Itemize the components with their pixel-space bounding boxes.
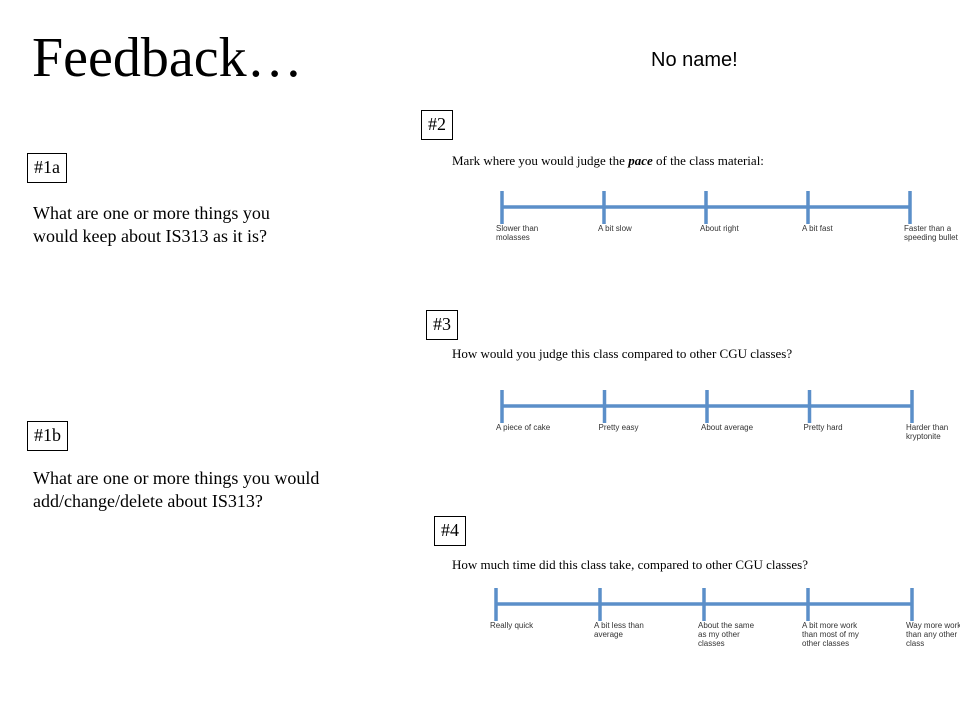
scale-option-label: Pretty easy — [598, 423, 639, 432]
scale-option-label: About average — [701, 423, 754, 432]
scale-option-label: Way more work than any other class — [906, 621, 960, 649]
q4-scale-line — [494, 588, 914, 621]
question-1a-line-1: What are one or more things you — [33, 203, 270, 223]
question-2-prompt-emphasis: pace — [628, 153, 653, 168]
question-4-prompt: How much time did this class take, compa… — [452, 557, 808, 572]
scale-option-label: Pretty hard — [803, 423, 843, 432]
scale-option-label: Really quick — [490, 621, 534, 630]
question-1b-text: What are one or more things you would ad… — [33, 467, 319, 514]
scale-option-label: A piece of cake — [496, 423, 551, 432]
pace-scale: Slower than molasses A bit slow About righ… — [496, 190, 958, 242]
page-title: Feedback… — [32, 27, 303, 89]
question-3-tag: #3 — [426, 310, 458, 340]
scale-option-label: About the same as my other classes — [698, 621, 755, 649]
scale-option-label: A bit fast — [802, 224, 833, 233]
scale-option-label: A bit less than average — [594, 621, 644, 640]
no-name-note: No name! — [651, 49, 738, 71]
q3-scale-line — [500, 390, 914, 423]
q2-scale-line — [500, 191, 912, 224]
question-4-tag: #4 — [434, 516, 466, 546]
question-1b-line-1: What are one or more things you would — [33, 468, 320, 488]
question-1a-line-2: would keep about IS313 as it is? — [33, 226, 267, 247]
scale-option-label: Faster than a speeding bullet — [904, 224, 958, 243]
question-3-prompt: How would you judge this class compared … — [452, 346, 793, 361]
scale-option-label: A bit more work than most of my other cl… — [802, 621, 859, 649]
question-1b-line-2: add/change/delete about IS313? — [33, 491, 263, 512]
question-1a-tag: #1a — [27, 153, 67, 183]
time-scale: Really quick A bit less than average About… — [490, 587, 960, 648]
difficulty-scale: A piece of cake Pretty easy About average P… — [496, 389, 948, 441]
question-2-prompt: Mark where you would judge the pace of t… — [452, 153, 764, 169]
scale-option-label: About right — [700, 224, 739, 233]
question-2-prompt-start: Mark where you would judge the — [452, 153, 629, 168]
question-1a-text: What are one or more things you would ke… — [33, 202, 270, 249]
scale-option-label: A bit slow — [598, 224, 632, 233]
scale-option-label: Slower than molasses — [496, 224, 539, 243]
scale-option-label: Harder than kryptonite — [906, 423, 949, 442]
question-2-prompt-end: of the class material: — [652, 153, 764, 168]
question-1b-tag: #1b — [27, 421, 68, 451]
question-2-tag: #2 — [421, 110, 453, 140]
